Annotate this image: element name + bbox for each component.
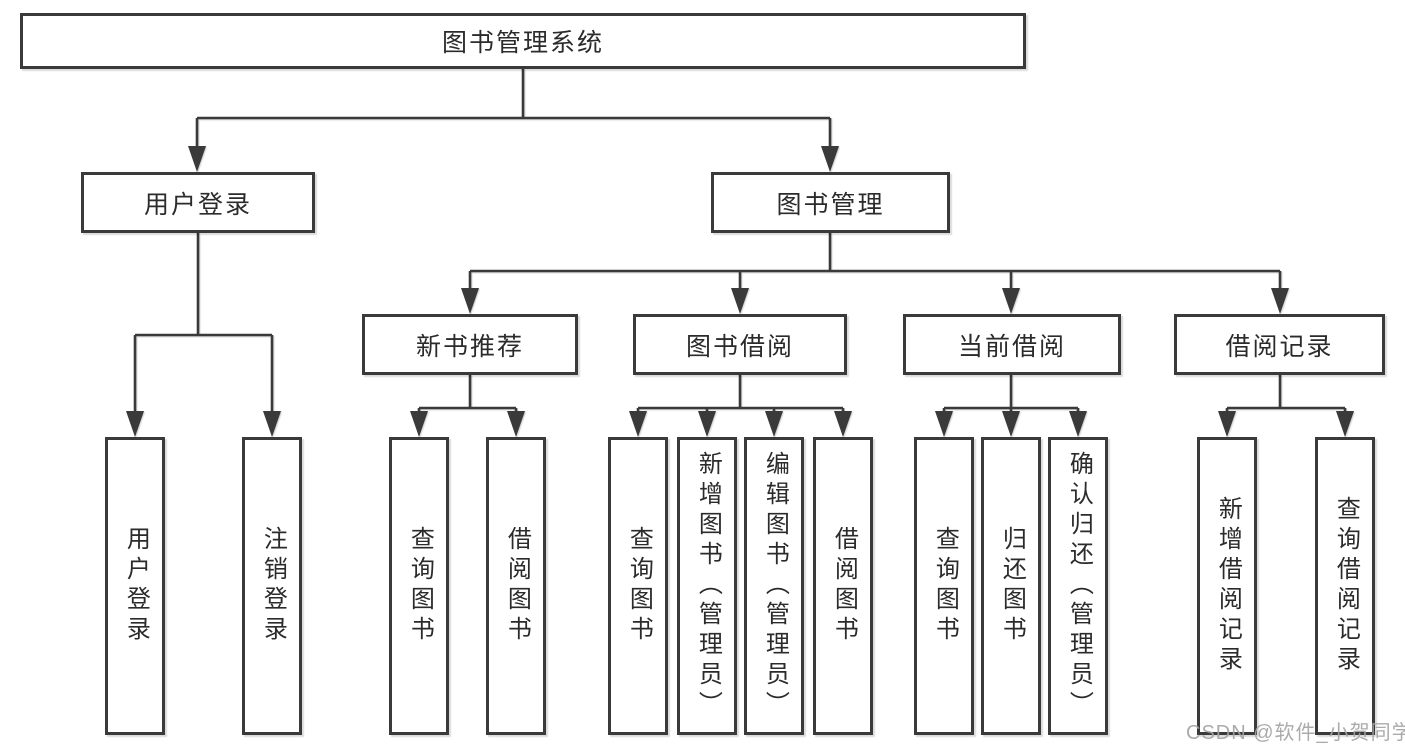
node-label: 借阅图书 <box>503 526 531 646</box>
node-label: 新书推荐 <box>415 332 524 361</box>
leaf-borrow-books-recommend: 借阅图书 <box>486 437 546 735</box>
leaf-add-books-admin: 新增图书（管理员） <box>677 437 737 735</box>
leaf-query-books-current: 查询图书 <box>914 437 974 735</box>
node-label: 编辑图书（管理员） <box>761 451 789 721</box>
node-label: 图书借阅 <box>685 332 794 361</box>
node-label: 图书管理 <box>776 190 885 219</box>
node-book-borrowing: 图书借阅 <box>633 314 847 375</box>
node-label: 查询图书 <box>406 526 434 646</box>
leaf-confirm-return-admin: 确认归还（管理员） <box>1048 437 1108 735</box>
node-label: 确认归还（管理员） <box>1065 451 1093 721</box>
node-label: 查询图书 <box>625 526 653 646</box>
leaf-query-books-borrowing: 查询图书 <box>608 437 668 735</box>
leaf-query-borrow-record: 查询借阅记录 <box>1315 437 1375 735</box>
node-book-management: 图书管理 <box>711 172 950 233</box>
arrowhead-icons <box>126 146 1354 437</box>
leaf-add-borrow-record: 新增借阅记录 <box>1197 437 1257 735</box>
node-label: 新增图书（管理员） <box>694 451 722 721</box>
node-label: 注销登录 <box>259 526 287 646</box>
node-label: 借阅记录 <box>1225 332 1334 361</box>
leaf-logout-login: 注销登录 <box>242 437 302 735</box>
node-borrowing-records: 借阅记录 <box>1174 314 1385 375</box>
leaf-borrow-books: 借阅图书 <box>813 437 873 735</box>
node-user-login: 用户登录 <box>81 172 315 233</box>
csdn-watermark: CSDN @软件_小贺同学 <box>1186 722 1405 744</box>
leaf-return-books: 归还图书 <box>981 437 1041 735</box>
node-label: 用户登录 <box>122 526 150 646</box>
node-label: 当前借阅 <box>957 332 1066 361</box>
node-root-library-system: 图书管理系统 <box>20 13 1026 69</box>
node-label: 查询图书 <box>931 526 959 646</box>
node-new-book-recommend: 新书推荐 <box>362 314 578 375</box>
node-label: 查询借阅记录 <box>1332 496 1360 676</box>
node-label: 用户登录 <box>143 190 252 219</box>
leaf-user-login: 用户登录 <box>105 437 165 735</box>
node-label: 新增借阅记录 <box>1214 496 1242 676</box>
leaf-query-books-recommend: 查询图书 <box>389 437 449 735</box>
node-label: 归还图书 <box>998 526 1026 646</box>
leaf-edit-books-admin: 编辑图书（管理员） <box>744 437 804 735</box>
node-label: 借阅图书 <box>830 526 858 646</box>
node-label: 图书管理系统 <box>441 29 604 57</box>
node-current-borrowing: 当前借阅 <box>903 314 1121 375</box>
